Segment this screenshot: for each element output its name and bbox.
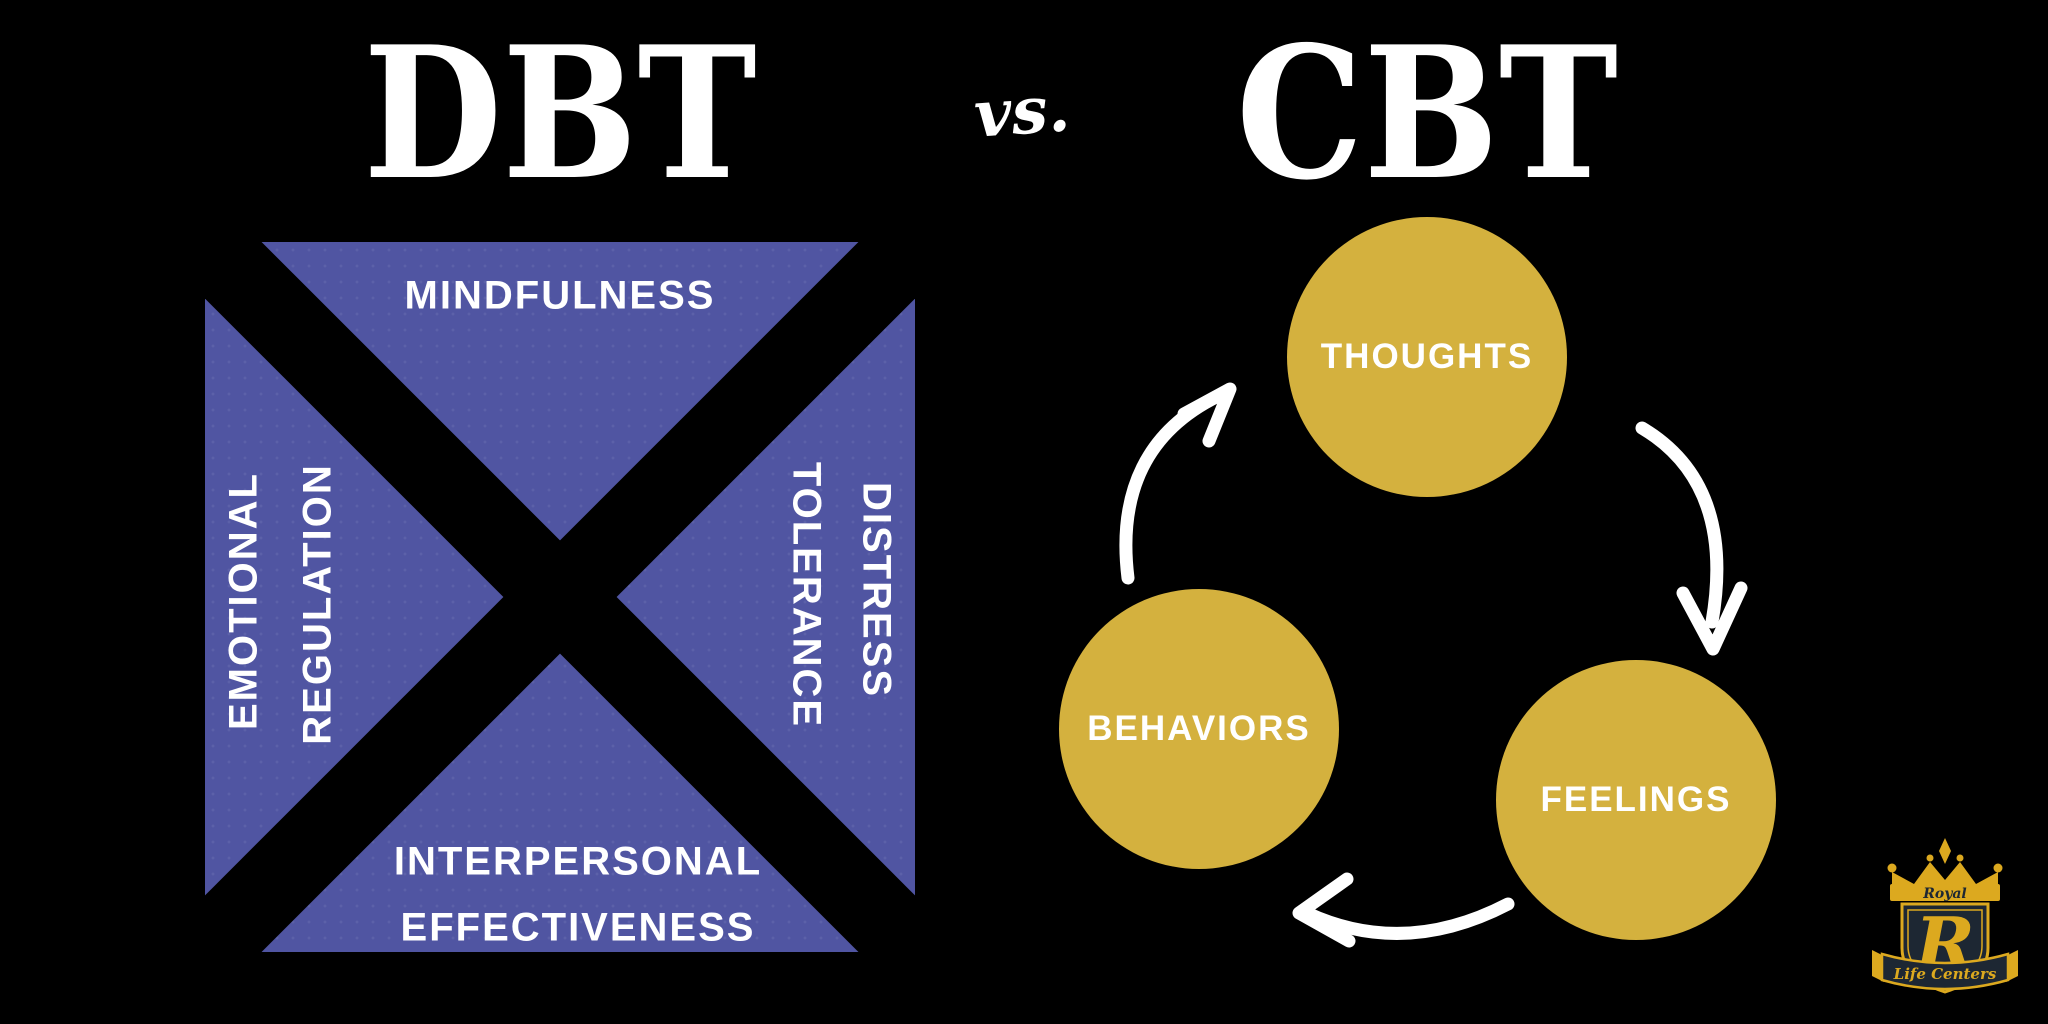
dbt-label-emotional: EMOTIONAL [221, 472, 266, 730]
behaviors-label: BEHAVIORS [1087, 709, 1311, 748]
dbt-label-mindfulness: MINDFULNESS [404, 273, 716, 318]
cbt-title: CBT [1235, 6, 1619, 220]
crown-icon [1887, 838, 2003, 901]
arrow-behaviors-to-thoughts [1119, 389, 1225, 585]
logo-banner-text: Life Centers [1893, 965, 1997, 983]
dbt-title: DBT [363, 6, 757, 220]
feelings-circle: FEELINGS [1496, 660, 1776, 940]
dbt-quadrant-square: MINDFULNESS EMOTIONAL REGULATION TOLERAN… [205, 242, 915, 952]
thoughts-circle: THOUGHTS [1287, 217, 1567, 497]
arrow-thoughts-to-feelings-head [1676, 581, 1748, 656]
royal-life-centers-logo: R Life Centers Royal [1872, 838, 2018, 994]
arrow-feelings-to-behaviors [1300, 897, 1515, 940]
arrow-feelings-to-behaviors-head [1292, 872, 1356, 948]
x-divider-icon [205, 242, 915, 952]
feelings-label: FEELINGS [1540, 780, 1732, 819]
dbt-label-effectiveness: EFFECTIVENESS [400, 905, 756, 950]
dbt-label-interpersonal: INTERPERSONAL [393, 839, 763, 884]
dbt-label-regulation: REGULATION [295, 463, 340, 745]
behaviors-circle: BEHAVIORS [1059, 589, 1339, 869]
dbt-label-distress: DISTRESS [854, 481, 899, 699]
vs-separator: vs. [971, 71, 1073, 153]
ribbon-banner-icon [1872, 950, 2018, 991]
arrow-thoughts-to-feelings [1635, 421, 1724, 629]
arrow-behaviors-to-thoughts-head [1177, 382, 1237, 448]
logo-crown-text: Royal [1922, 886, 1967, 902]
thoughts-label: THOUGHTS [1320, 337, 1534, 376]
dbt-label-tolerance: TOLERANCE [784, 461, 829, 729]
